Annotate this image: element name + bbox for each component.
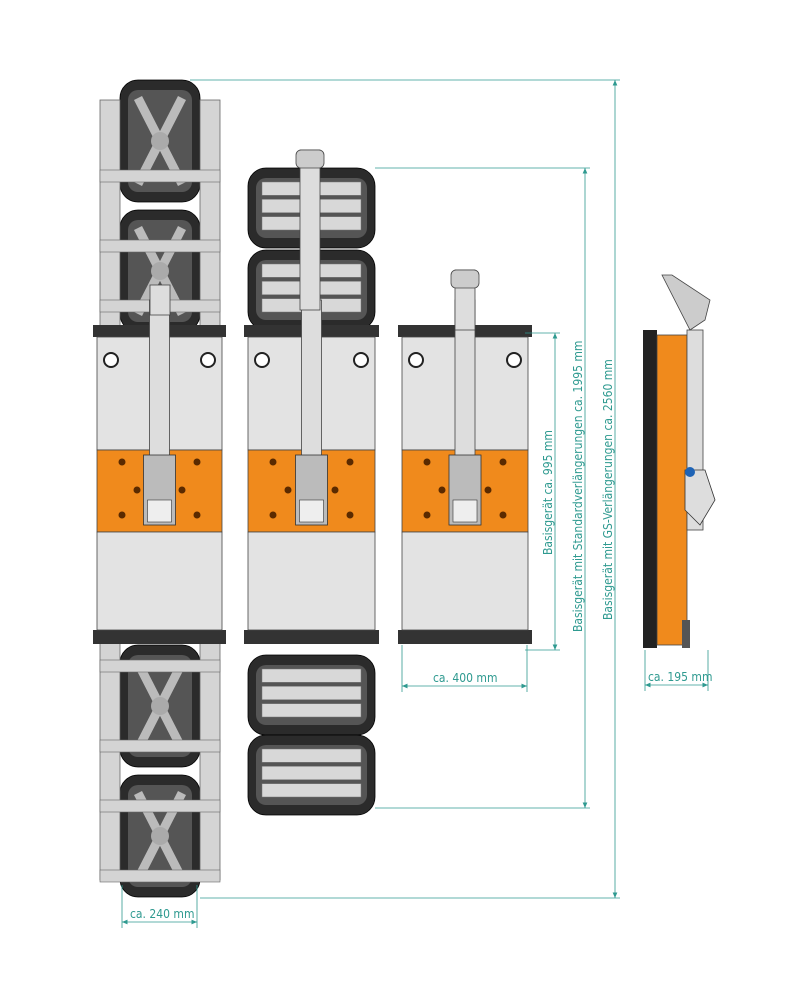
side-pad <box>643 330 657 648</box>
side-orange-plate <box>656 334 688 646</box>
dim-length-standard: Basisgerät mit Standardverlängerungen ca… <box>571 341 585 632</box>
arm-hook <box>295 149 325 169</box>
bottom-bar <box>93 630 226 644</box>
frame-crossbar <box>99 869 221 883</box>
arm-extension <box>299 149 321 311</box>
bolt <box>193 458 201 466</box>
arm-lock <box>147 499 172 523</box>
pad-center <box>151 132 169 150</box>
bolt <box>438 486 446 494</box>
pad-slot <box>261 766 362 780</box>
frame-crossbar <box>99 739 221 753</box>
gauge <box>408 352 424 368</box>
lower-housing <box>96 531 223 631</box>
lifting-arm <box>149 299 170 461</box>
arm-lock <box>299 499 324 523</box>
gauge <box>254 352 270 368</box>
pad-slot <box>261 783 362 798</box>
bottom-bar <box>244 630 379 644</box>
lower-housing <box>247 531 376 631</box>
dim-length-gs: Basisgerät mit GS-Verlängerungen ca. 256… <box>601 359 615 620</box>
side-knob <box>685 467 695 477</box>
side-handle <box>682 620 690 648</box>
dim-width-gs: ca. 240 mm <box>130 907 194 921</box>
bolt <box>269 458 277 466</box>
dim-length-base: Basisgerät ca. 995 mm <box>541 430 555 555</box>
lower-housing <box>401 531 529 631</box>
gs-extension-view <box>93 79 226 898</box>
standard-extension-view <box>244 149 379 816</box>
bolt <box>118 458 126 466</box>
frame-crossbar <box>99 659 221 673</box>
gauge <box>353 352 369 368</box>
bolt <box>178 486 186 494</box>
bolt <box>118 511 126 519</box>
dimension-lines <box>121 79 709 928</box>
arm-top <box>149 284 171 316</box>
gauge <box>506 352 522 368</box>
dim-depth-side: ca. 195 mm <box>648 670 712 684</box>
side-bracket <box>661 274 711 331</box>
bolt <box>346 458 354 466</box>
frame-crossbar <box>99 169 221 183</box>
bolt <box>499 511 507 519</box>
bolt <box>346 511 354 519</box>
pad-center <box>151 827 169 845</box>
lifting-arm <box>301 299 322 461</box>
pad-center <box>151 697 169 715</box>
gauge <box>103 352 119 368</box>
pad-slot <box>261 668 362 683</box>
side-joint <box>684 469 716 526</box>
pad-center <box>151 262 169 280</box>
pad-slot <box>261 686 362 700</box>
frame-crossbar <box>99 239 221 253</box>
pad-slot <box>261 703 362 718</box>
bolt <box>423 511 431 519</box>
bolt <box>193 511 201 519</box>
dim-width-base: ca. 400 mm <box>433 671 497 685</box>
gauge <box>200 352 216 368</box>
pad-slot <box>261 748 362 763</box>
side-view <box>643 274 716 648</box>
bolt <box>499 458 507 466</box>
bolt <box>284 486 292 494</box>
bolt <box>133 486 141 494</box>
frame-crossbar <box>99 799 221 813</box>
arm-hook <box>450 269 480 289</box>
arm-lock <box>452 499 478 523</box>
bolt <box>484 486 492 494</box>
bolt <box>423 458 431 466</box>
bolt <box>331 486 339 494</box>
bottom-bar <box>398 630 532 644</box>
base-device-view <box>398 269 532 644</box>
bolt <box>269 511 277 519</box>
